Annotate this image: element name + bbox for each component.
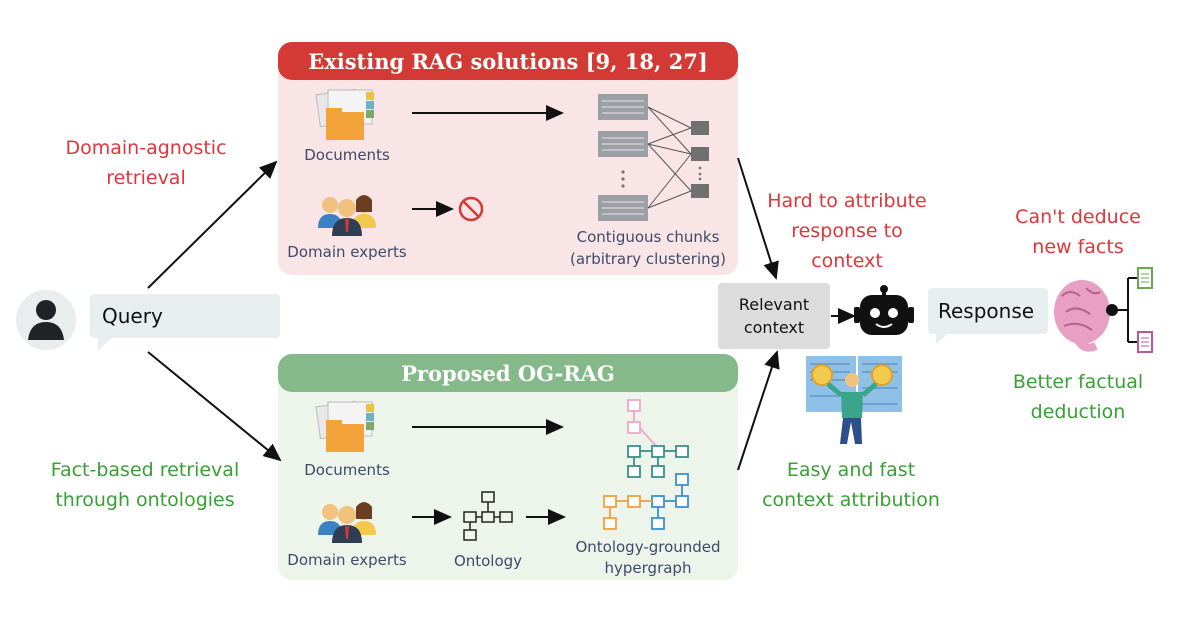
og-rag-title: Proposed OG-RAG — [278, 354, 738, 392]
fact-based-line2: through ontologies — [55, 489, 235, 511]
easy-attribution-line2: context attribution — [762, 489, 940, 511]
hypergraph-icon — [603, 399, 689, 530]
response-label: Response — [938, 299, 1035, 323]
domain-agnostic-line1: Domain-agnostic — [65, 137, 227, 159]
easy-attribution-note: Easy and fast context attribution — [738, 455, 964, 515]
documents-icon-top — [315, 88, 374, 140]
documents-icon-bottom — [315, 400, 374, 452]
domain-agnostic-note: Domain-agnostic retrieval — [36, 133, 256, 193]
experts-label-bottom: Domain experts — [287, 551, 407, 569]
attribution-person-icon — [806, 356, 902, 444]
arrow-query-to-ograg — [147, 351, 282, 462]
fact-based-line1: Fact-based retrieval — [50, 459, 240, 481]
hard-to-attribute-note: Hard to attribute response to context — [742, 186, 952, 276]
cant-deduce-line1: Can't deduce — [1015, 206, 1141, 228]
documents-label-top: Documents — [304, 146, 390, 164]
brain-icon — [1054, 267, 1153, 353]
chunks-label: Contiguous chunks (arbitrary clustering) — [558, 226, 738, 270]
robot-icon — [854, 285, 914, 335]
fact-based-note: Fact-based retrieval through ontologies — [20, 455, 270, 515]
experts-label-top: Domain experts — [287, 243, 407, 261]
chunks-label-line1: Contiguous chunks — [576, 228, 720, 246]
user-icon — [16, 290, 76, 350]
relevant-context-box: Relevant context — [718, 283, 830, 349]
documents-label-bottom: Documents — [304, 461, 390, 479]
cant-deduce-note: Can't deduce new facts — [990, 202, 1166, 262]
ontology-icon — [463, 491, 513, 541]
relevant-context-line1: Relevant — [738, 295, 810, 314]
hypergraph-label: Ontology-grounded hypergraph — [560, 537, 736, 579]
hard-to-attribute-line1: Hard to attribute — [767, 190, 927, 212]
existing-rag-title: Existing RAG solutions [9, 18, 27] — [278, 42, 738, 80]
cant-deduce-line2: new facts — [1032, 236, 1124, 258]
chunks-icon — [598, 94, 709, 221]
hard-to-attribute-line3: context — [811, 250, 883, 272]
better-deduction-line1: Better factual — [1012, 371, 1144, 393]
blocked-icon — [458, 196, 484, 222]
domain-experts-icon-top — [318, 195, 376, 236]
response-bubble: Response — [928, 288, 1048, 334]
arrow-query-to-existing — [147, 160, 278, 289]
domain-agnostic-line2: retrieval — [106, 167, 186, 189]
query-label: Query — [102, 304, 163, 328]
hard-to-attribute-line2: response to — [791, 220, 903, 242]
better-deduction-line2: deduction — [1030, 401, 1126, 423]
ontology-label: Ontology — [453, 552, 523, 570]
hypergraph-label-line2: hypergraph — [604, 559, 692, 577]
domain-experts-icon-bottom — [318, 502, 376, 543]
relevant-context-line2: context — [743, 318, 805, 337]
chunks-label-line2: (arbitrary clustering) — [569, 250, 726, 268]
easy-attribution-line1: Easy and fast — [786, 459, 916, 481]
query-bubble: Query — [90, 294, 280, 338]
hypergraph-label-line1: Ontology-grounded — [575, 538, 721, 556]
better-deduction-note: Better factual deduction — [990, 367, 1166, 427]
